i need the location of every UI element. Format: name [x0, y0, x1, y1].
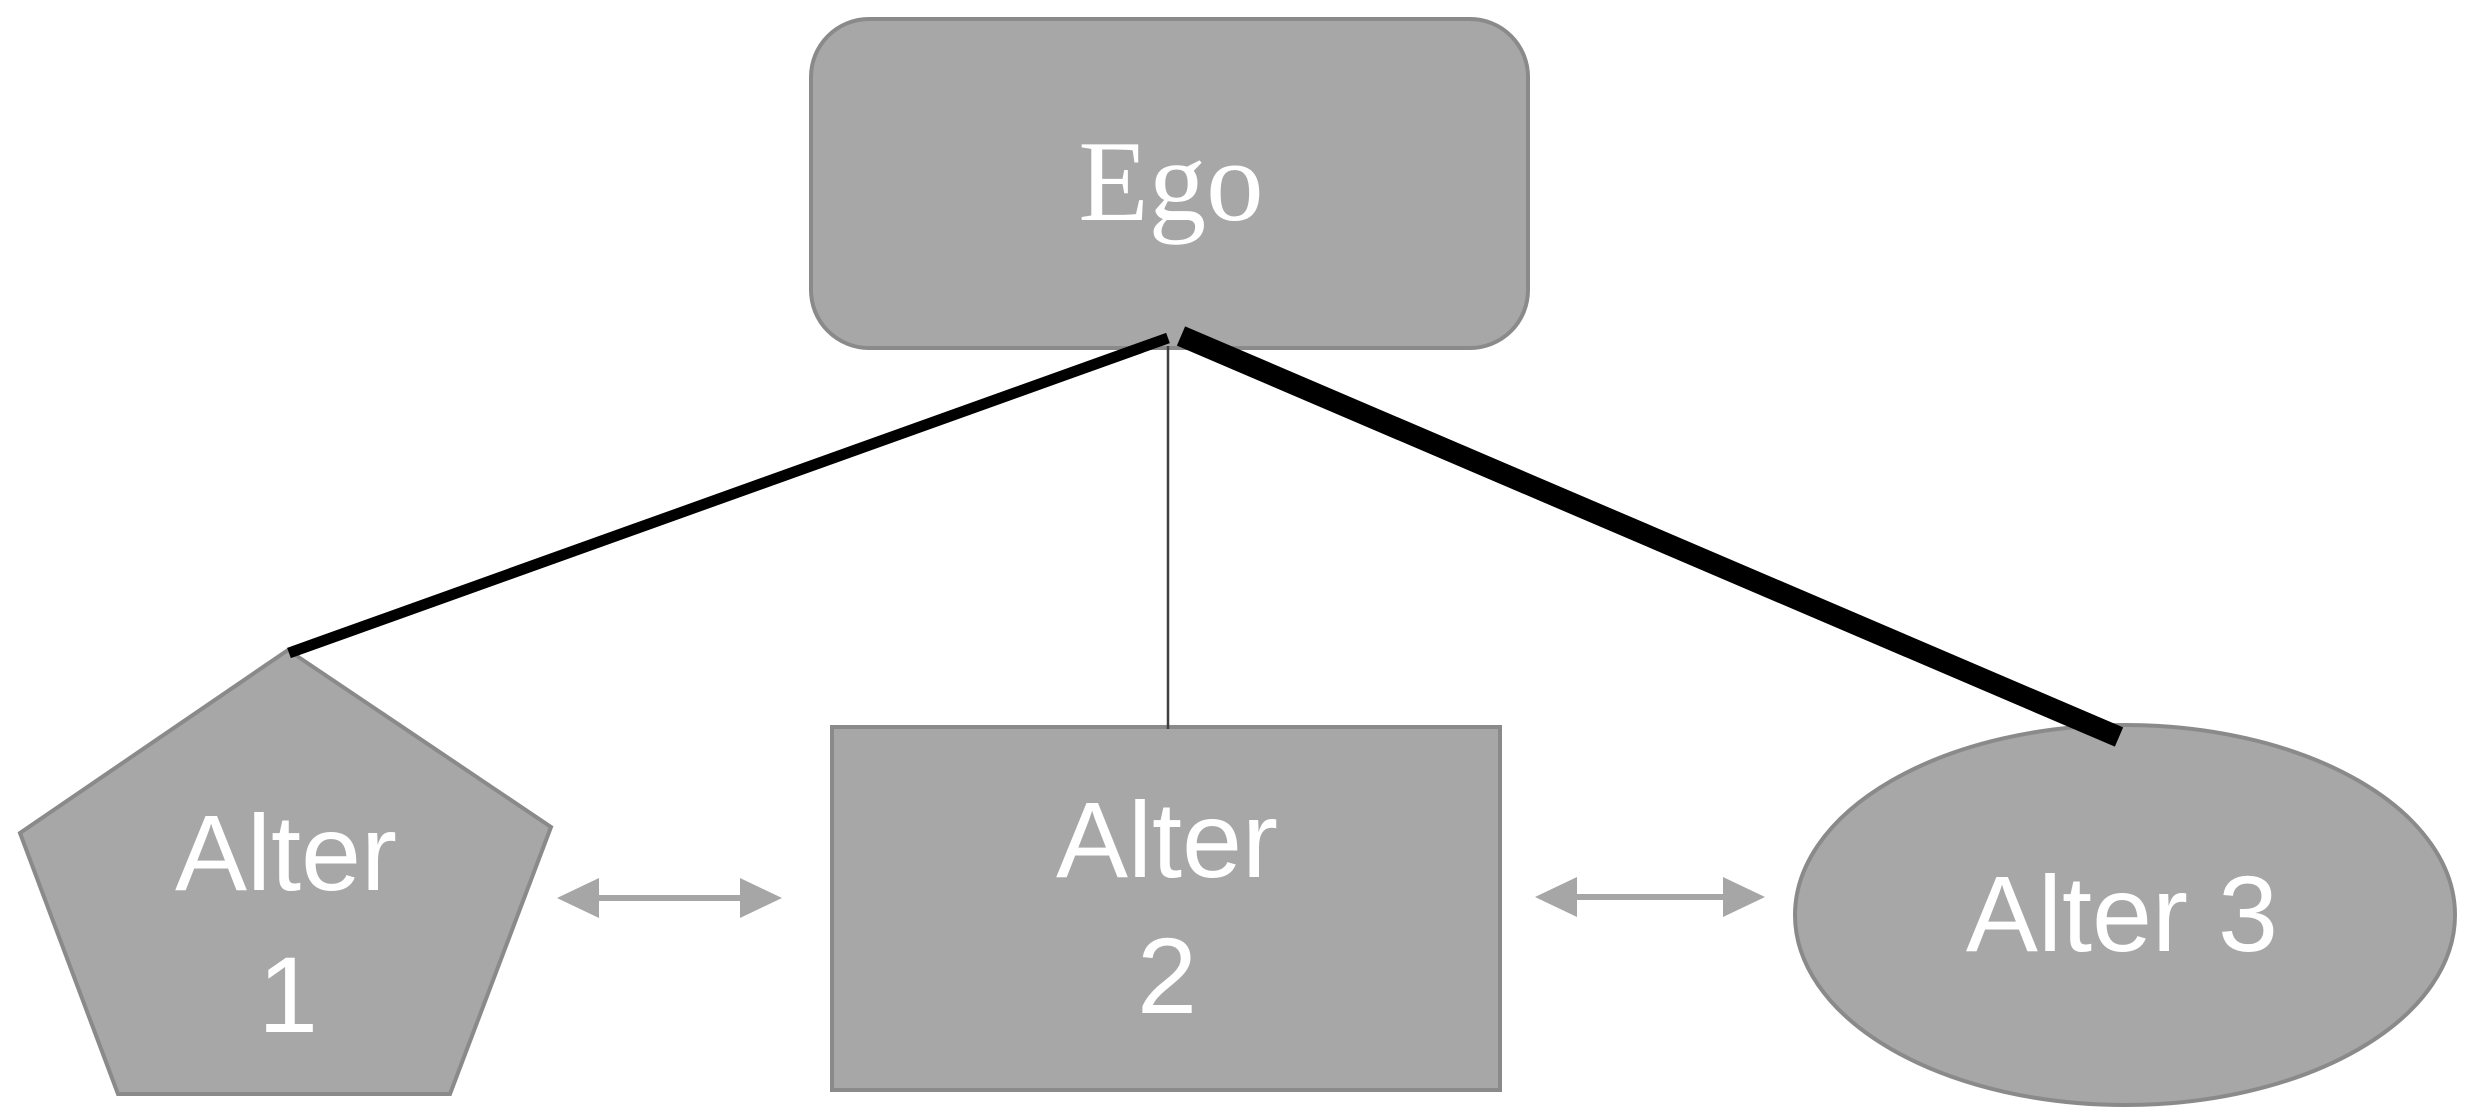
alter3-node-ellipse	[1793, 723, 2457, 1107]
ego-node-rounded-rectangle	[809, 17, 1530, 350]
arrow-head-right-icon	[740, 878, 782, 918]
alter2-node-rectangle	[830, 725, 1502, 1092]
mutual-tie-arrow-alter2-alter3	[1535, 877, 1765, 917]
arrow-head-right-icon	[1723, 877, 1765, 917]
tie-ego-alter3-thick-line	[1176, 326, 2124, 747]
alter2-label-line1: Alter	[1056, 779, 1278, 900]
alter1-label-line2: 1	[258, 934, 318, 1055]
alter1-label-line1: Alter	[175, 792, 397, 913]
mutual-tie-arrow-alter1-alter2	[557, 878, 782, 918]
alter2-label-line2: 2	[1137, 915, 1197, 1036]
alter3-label: Alter 3	[1966, 853, 2278, 974]
tie-ego-alter1-medium-line	[287, 332, 1170, 659]
arrow-head-left-icon	[557, 878, 599, 918]
arrow-head-left-icon	[1535, 877, 1577, 917]
alter1-node-pentagon	[17, 647, 554, 1096]
ego-label: Ego	[1078, 118, 1263, 245]
